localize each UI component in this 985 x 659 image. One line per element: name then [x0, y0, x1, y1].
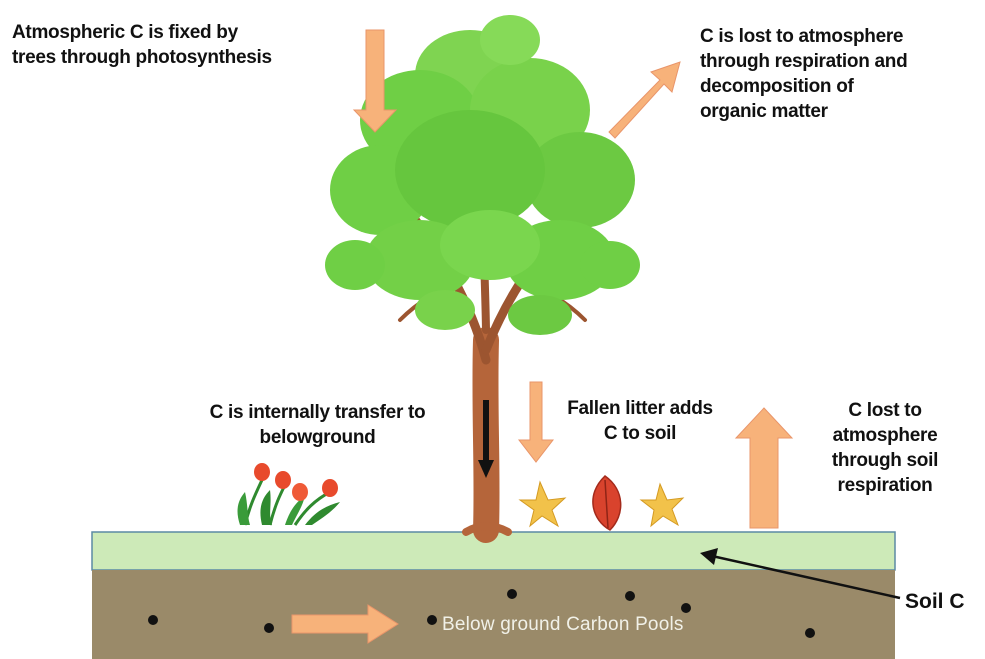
label-respiration-decomposition: C is lost to atmosphere through respirat… [700, 24, 907, 124]
label-soil-respiration: C lost to atmosphere through soil respir… [810, 398, 960, 498]
label-internal-transfer: C is internally transfer to belowground [175, 400, 460, 450]
arrow-respiration [609, 62, 680, 138]
label-fallen-litter: Fallen litter adds C to soil [545, 396, 735, 446]
label-photosynthesis: Atmospheric C is fixed by trees through … [12, 20, 272, 70]
fallen-leaves [520, 476, 683, 530]
label-belowground-pools: Below ground Carbon Pools [442, 614, 684, 636]
flowers [238, 463, 340, 525]
label-soil-c: Soil C [905, 590, 965, 614]
arrow-soil-respiration [736, 408, 792, 528]
